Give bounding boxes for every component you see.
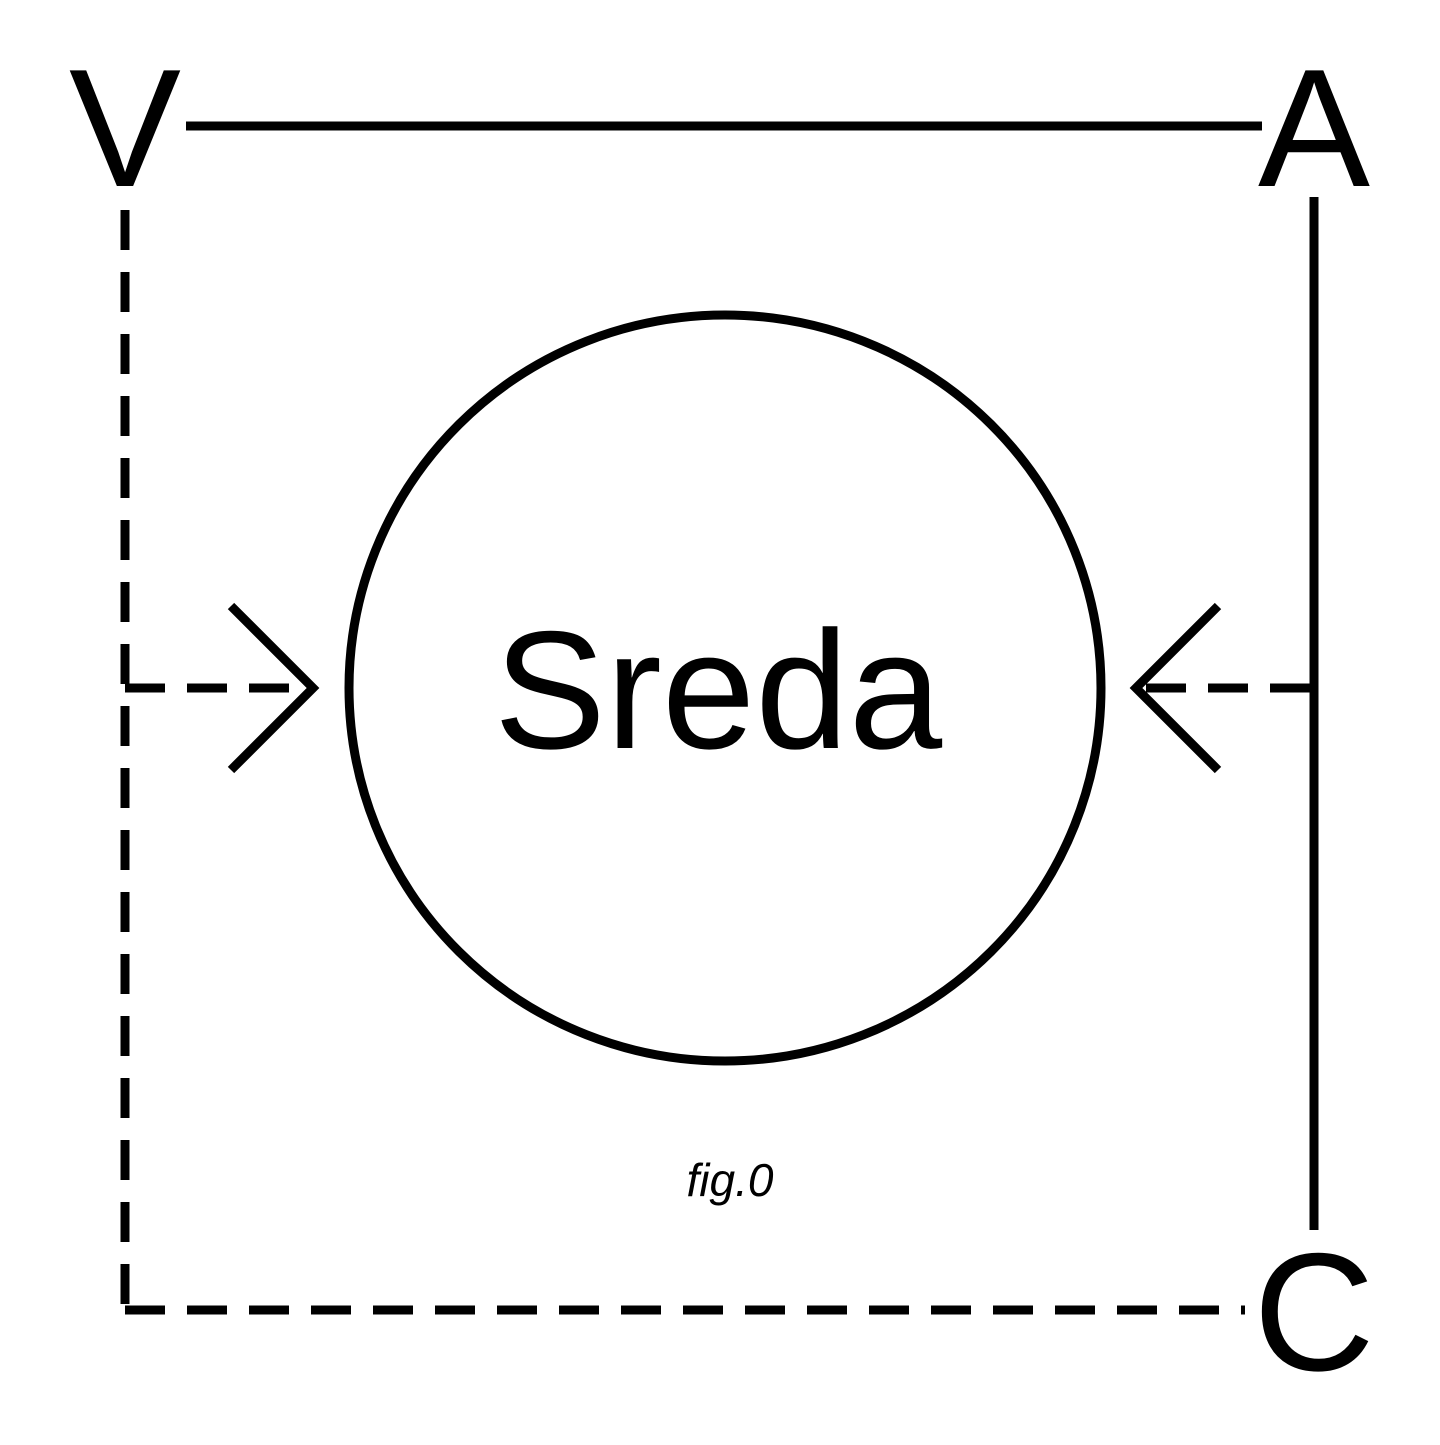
center-label: Sreda <box>494 596 943 784</box>
figure-caption: fig.0 <box>687 1154 774 1206</box>
left-arrowhead-icon <box>227 602 320 774</box>
corner-label-top-right: A <box>1258 34 1370 222</box>
right-arrowhead-icon <box>1129 602 1222 774</box>
corner-label-top-left: V <box>69 34 181 222</box>
corner-label-bottom-right: C <box>1253 1218 1374 1406</box>
center-circle <box>344 310 1106 1066</box>
